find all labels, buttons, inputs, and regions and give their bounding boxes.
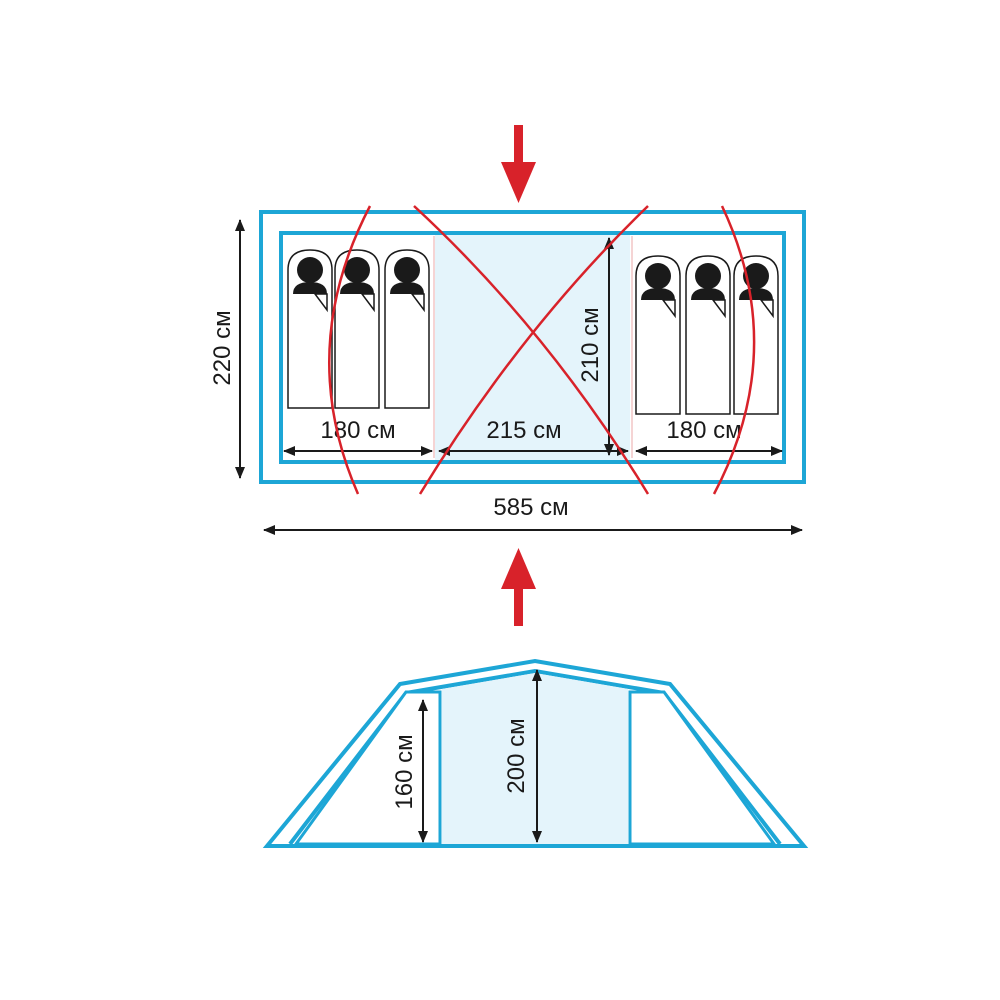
depth-label: 220 см: [209, 310, 236, 385]
sleeping-bag: [685, 255, 731, 415]
vestibule-depth-label: 210 см: [577, 307, 604, 382]
outer-tent-outline: [259, 210, 806, 484]
entrance-arrow-bottom: [501, 548, 536, 626]
right-room-sleeping-places: [635, 255, 779, 415]
floor-plan: 220 см 180 см 215 см 210 см 180 см 585 с…: [209, 125, 806, 626]
vestibule-width-label: 215 см: [486, 417, 561, 444]
sleeping-bag: [287, 249, 333, 409]
sleeping-bag: [733, 255, 779, 415]
sleeping-bag: [635, 255, 681, 415]
room-height-label: 160 см: [391, 734, 418, 809]
right-room-profile: [628, 690, 777, 846]
side-profile: 160 см 200 см: [262, 658, 809, 848]
pole-cross-descending: [413, 205, 650, 495]
total-length-label: 585 см: [493, 494, 568, 521]
pole-arc-right-outer: [712, 205, 756, 495]
inner-tent-outline: [279, 231, 786, 464]
pole-arc-left-outer: [328, 205, 372, 495]
pole-cross-ascending: [418, 205, 649, 495]
right-room-width-label: 180 см: [666, 417, 741, 444]
center-height-label: 200 см: [503, 718, 530, 793]
left-room-width-label: 180 см: [320, 417, 395, 444]
vestibule-profile: [442, 673, 628, 844]
sleeping-bag: [334, 249, 380, 409]
frame-poles: [328, 205, 756, 495]
entrance-arrow-top: [501, 125, 536, 203]
left-room-profile: [293, 690, 442, 846]
left-room-sleeping-places: [287, 249, 430, 409]
sleeping-bag: [384, 249, 430, 409]
